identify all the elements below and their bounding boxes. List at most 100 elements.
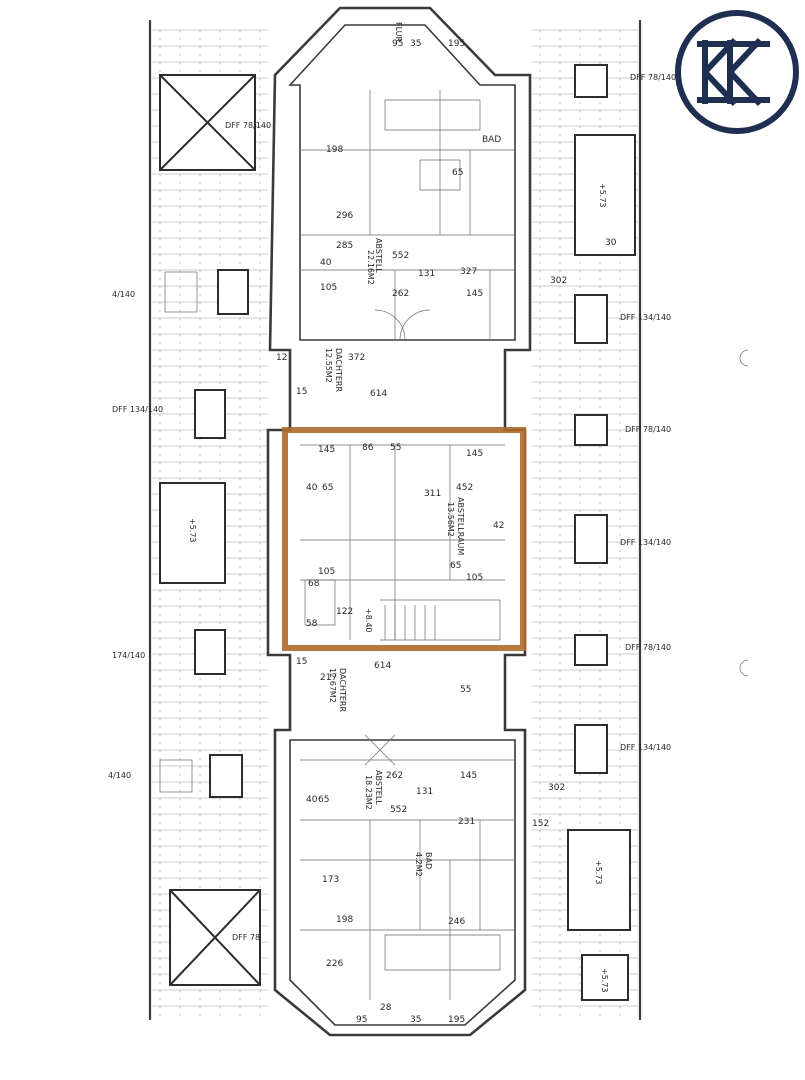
dff-label-left-174-140: 174/140: [112, 651, 145, 660]
room-area-abstellraum-mid: 13.56M2: [446, 502, 455, 537]
level-840-mid: +8.40: [364, 608, 373, 633]
dim: 262: [392, 289, 409, 299]
dff-window-2: [574, 294, 608, 344]
room-area-dachterr-bottom: 12.67M2: [328, 668, 337, 703]
dff-label-right-6: DFF 134/140: [620, 743, 671, 752]
chimney-top-right: [574, 134, 636, 256]
chimney-bottom-right: [567, 829, 631, 931]
dim: 217: [320, 673, 337, 683]
dim: 311: [424, 489, 441, 499]
room-area-abstell-bottom: 18.23M2: [364, 775, 373, 810]
stair-box-left-top: [164, 271, 198, 313]
dim: 198: [326, 145, 343, 155]
dim: 28: [380, 1003, 392, 1013]
dim: 105: [318, 567, 335, 577]
dim: 195: [448, 1015, 465, 1025]
dim: 55: [390, 443, 401, 453]
dim: 327: [460, 267, 477, 277]
dim: 262: [386, 771, 403, 781]
dff-label-right-4: DFF 134/140: [620, 538, 671, 547]
dim: 452: [456, 483, 473, 493]
opening-labels: DFF 78/140 DFF 78/140 DFF 134/140 DFF 13…: [108, 73, 676, 942]
dff-window-5: [574, 634, 608, 666]
dim: 131: [418, 269, 435, 279]
room-labels: FLUR BAD ABSTELL 22.16M2 DACHTERR 12.55M…: [324, 22, 501, 877]
dff-window-6: [574, 724, 608, 774]
hip-roof-bottom-left: [169, 889, 261, 986]
company-logo: [675, 10, 799, 134]
dim: 86: [362, 443, 374, 453]
dim: 40: [306, 795, 318, 805]
room-label-bad-bottom: BAD: [424, 852, 433, 869]
dim: 40: [320, 258, 332, 268]
stair-box-left-bottom: [159, 759, 193, 793]
dim: 55: [460, 685, 471, 695]
dff-window-10: [209, 754, 243, 798]
roof-openings: [159, 64, 636, 1001]
dim: 65: [450, 561, 461, 571]
middle-unit-walls: [300, 444, 505, 641]
dff-label-right-2: DFF 134/140: [620, 313, 671, 322]
hole-punch-marks: [739, 349, 749, 677]
dff-label-right-3: DFF 78/140: [625, 425, 671, 434]
dff-label-left-bottom: 4/140: [108, 771, 131, 780]
room-label-dachterr-top: DACHTERR: [334, 348, 343, 392]
room-label-flur: FLUR: [394, 22, 403, 43]
building-outline: [148, 6, 642, 1037]
dim: 246: [448, 917, 465, 927]
level-573-top: +5.73: [598, 183, 607, 208]
dim: 35: [410, 1015, 421, 1025]
room-label-abstell-top: ABSTELL: [374, 238, 383, 273]
upper-unit-walls: [300, 90, 515, 341]
dff-window-3: [574, 414, 608, 446]
highlighted-unit-boundary: [282, 427, 526, 651]
dim: 302: [550, 276, 567, 286]
dim: 296: [336, 211, 353, 221]
dim: 614: [374, 661, 391, 671]
level-573-mid: +5.73: [188, 518, 197, 543]
dim: 226: [326, 959, 343, 969]
dff-window-1: [574, 64, 608, 98]
dim: 35: [410, 39, 421, 49]
dim: 285: [336, 241, 353, 251]
room-label-abstellraum-mid: ABSTELLRAUM: [456, 497, 465, 555]
dim: 302: [548, 783, 565, 793]
room-label-abstell-bottom: ABSTELL: [374, 770, 383, 805]
lower-unit-walls: [300, 734, 515, 1000]
room-label-bad-top: BAD: [482, 135, 501, 145]
dim: 552: [392, 251, 409, 261]
dim: 12: [276, 353, 287, 363]
dim: 105: [466, 573, 483, 583]
hip-roof-top-left: [159, 74, 256, 171]
dff-window-7: [194, 389, 226, 439]
dff-label-top-right: DFF 78/140: [630, 73, 676, 82]
dim: 145: [318, 445, 335, 455]
dim: 145: [466, 289, 483, 299]
dim: 15: [296, 387, 307, 397]
chimney-mid-left: [159, 482, 226, 584]
level-markers: +5.73 +5.73 +5.73 +5.73 +8.40: [188, 183, 609, 993]
dim: 58: [306, 619, 318, 629]
dim: 105: [320, 283, 337, 293]
dim: 372: [348, 353, 365, 363]
room-area-bad-bottom: 4.2M2: [414, 852, 423, 877]
dim: 614: [370, 389, 387, 399]
dim: 195: [448, 39, 465, 49]
dim: 15: [296, 657, 307, 667]
dff-window-4: [574, 514, 608, 564]
room-area-dachterr-top: 12.55M2: [324, 348, 333, 383]
dim: 198: [336, 915, 353, 925]
dimension-labels: 95 35 195 198 296 285 552 131 327 262 14…: [276, 39, 617, 1025]
dff-label-bottom-left-78: DFF 78: [232, 933, 260, 942]
chimney-bottom-right-2: [581, 954, 629, 1001]
dff-window-9: [217, 269, 249, 315]
dim: 65: [318, 795, 329, 805]
dim: 145: [460, 771, 477, 781]
dff-window-8: [194, 629, 226, 675]
dff-label-left-4-140: 4/140: [112, 290, 135, 299]
dim: 552: [390, 805, 407, 815]
dim: 231: [458, 817, 475, 827]
dim: 95: [356, 1015, 367, 1025]
room-label-dachterr-bottom: DACHTERR: [338, 668, 347, 712]
dim: 173: [322, 875, 339, 885]
